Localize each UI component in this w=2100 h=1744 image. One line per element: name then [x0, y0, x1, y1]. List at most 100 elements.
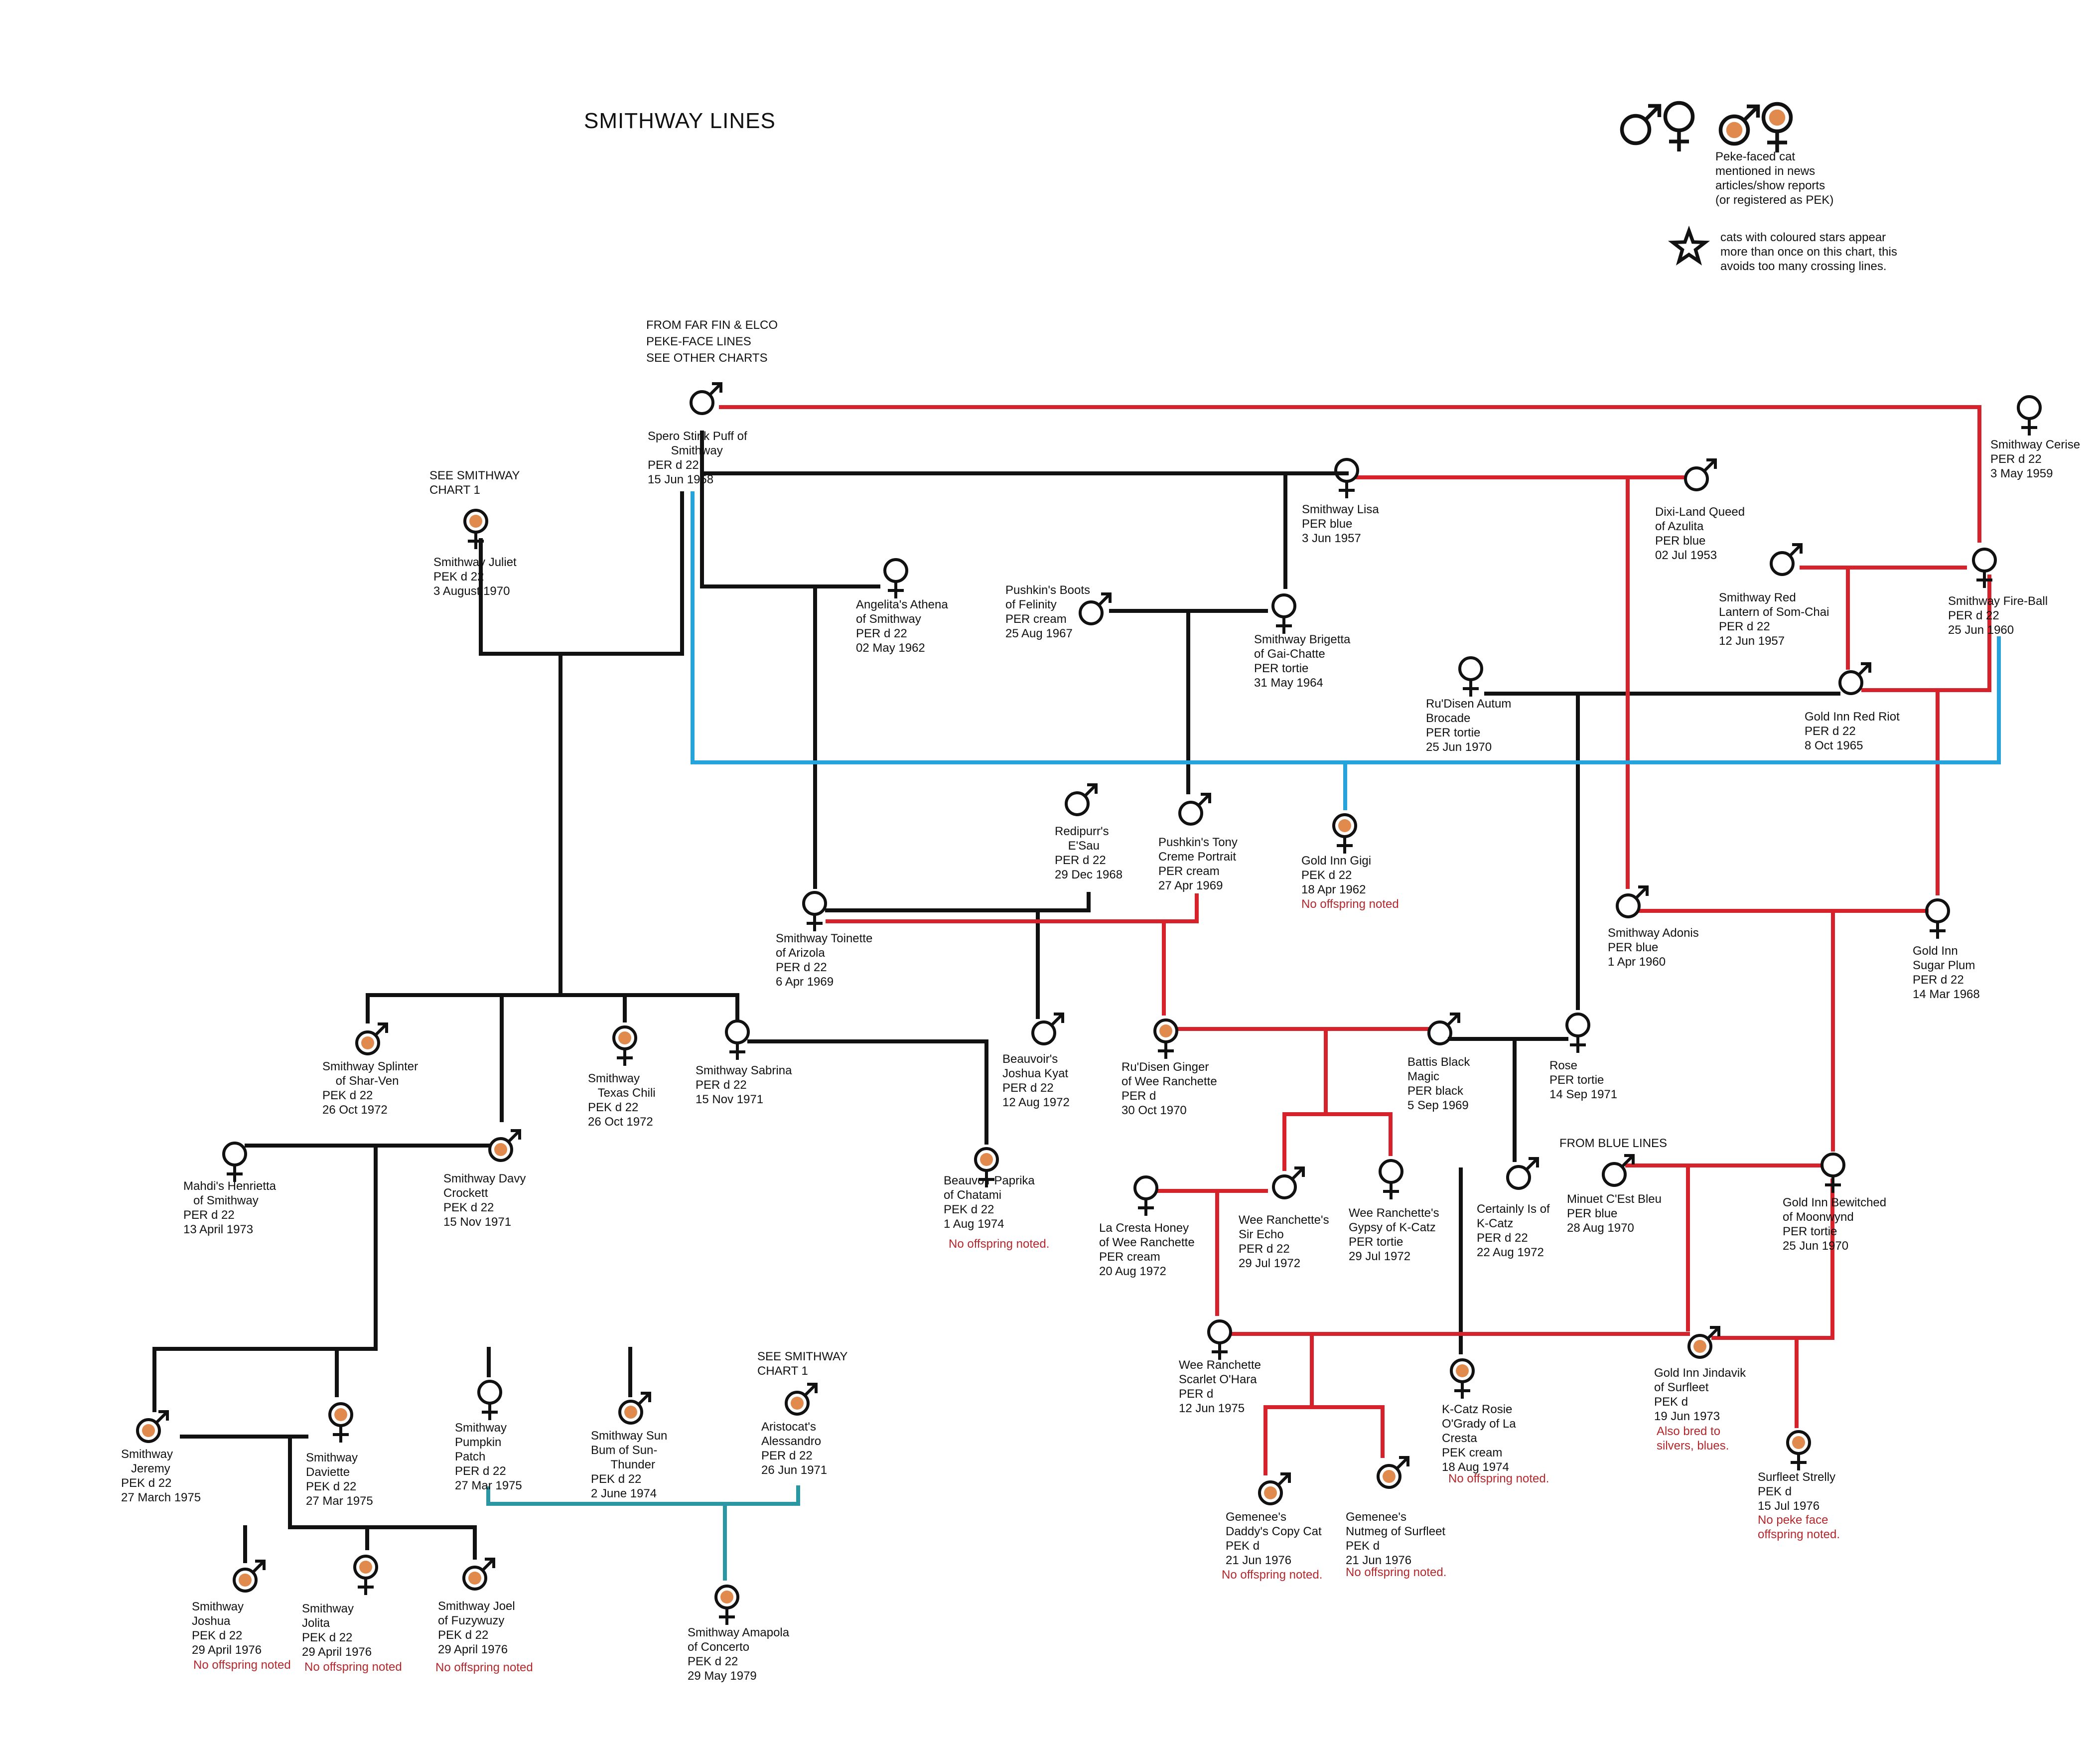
- cat-label-spero: Spero Stink Puff of Smithway PER d 22 15…: [648, 430, 747, 486]
- cat-label-cerise: Smithway Cerise PER d 22 3 May 1959: [1990, 438, 2081, 480]
- female-symbol-icon: [1334, 458, 1359, 498]
- cat-label-daddycopy: Gemenee's Daddy's Copy Cat PEK d 21 Jun …: [1226, 1510, 1322, 1567]
- legend-peke-text: Peke-faced cat mentioned in news article…: [1715, 150, 1834, 207]
- cat-label-bewitched: Gold Inn Bewitched of Moonwynd PER torti…: [1783, 1196, 1887, 1253]
- cat-note-strelly: No peke face offspring noted.: [1758, 1513, 1840, 1541]
- female-symbol-icon: [222, 1142, 247, 1182]
- red-connector-line: [1861, 575, 1991, 692]
- cat-label-davy: Smithway Davy Crockett PEK d 22 15 Nov 1…: [443, 1172, 526, 1229]
- female-peke-symbol-icon: [1332, 813, 1357, 854]
- cat-label-henrietta: Mahdi's Henrietta of Smithway PER d 22 1…: [183, 1179, 276, 1236]
- cat-note-paprika: No offspring noted.: [949, 1237, 1050, 1251]
- female-peke-symbol-icon: [1761, 102, 1793, 152]
- male-peke-symbol-icon: [1377, 1456, 1409, 1489]
- male-peke-symbol-icon: [488, 1129, 521, 1162]
- black-connector-line: [825, 892, 1091, 912]
- cat-label-fireball: Smithway Fire-Ball PER d 22 25 Jun 1960: [1948, 594, 2048, 637]
- male-peke-symbol-icon: [1718, 104, 1760, 146]
- header-see-chart-1: SEE SMITHWAY CHART 1: [757, 1350, 848, 1378]
- female-symbol-icon: [477, 1380, 502, 1420]
- teal-connector-line: [486, 1485, 800, 1506]
- cat-label-pumpkin: Smithway Pumpkin Patch PER d 22 27 Mar 1…: [455, 1421, 522, 1492]
- male-symbol-icon: [1684, 458, 1717, 491]
- cat-label-splinter: Smithway Splinter of Shar-Ven PEK d 22 2…: [322, 1060, 419, 1117]
- female-symbol-icon: [1972, 548, 1997, 588]
- female-peke-symbol-icon: [328, 1402, 353, 1443]
- male-symbol-icon: [1065, 783, 1098, 816]
- male-peke-symbol-icon: [355, 1022, 388, 1055]
- female-peke-symbol-icon: [612, 1025, 637, 1066]
- female-peke-symbol-icon: [353, 1555, 378, 1595]
- cat-label-amapola: Smithway Amapola of Concerto PEK d 22 29…: [688, 1626, 790, 1683]
- cat-label-texas: Smithway Texas Chili PEK d 22 26 Oct 197…: [588, 1072, 656, 1129]
- black-connector-line: [366, 993, 739, 1023]
- cat-label-rose: Rose PER tortie 14 Sep 1971: [1549, 1059, 1618, 1101]
- cat-label-autum: Ru'Disen Autum Brocade PER tortie 25 Jun…: [1426, 697, 1512, 754]
- cat-label-honey: La Cresta Honey of Wee Ranchette PER cre…: [1099, 1221, 1195, 1278]
- male-symbol-icon: [1178, 793, 1211, 826]
- cat-label-dixi: Dixi-Land Queed of Azulita PER blue 02 J…: [1655, 505, 1745, 562]
- cat-label-lisa: Smithway Lisa PER blue 3 Jun 1957: [1302, 503, 1379, 545]
- cat-label-sugarplum: Gold Inn Sugar Plum PER d 22 14 Mar 1968: [1913, 944, 1980, 1001]
- header-blue-lines: FROM BLUE LINES: [1559, 1137, 1668, 1150]
- cat-label-angelita: Angelita's Athena of Smithway PER d 22 0…: [856, 598, 948, 655]
- red-connector-line: [1310, 1332, 1385, 1458]
- male-symbol-icon: [1031, 1013, 1064, 1045]
- female-symbol-icon: [802, 891, 827, 931]
- cat-label-minuet: Minuet C'Est Bleu PER blue 28 Aug 1970: [1567, 1192, 1662, 1235]
- male-peke-symbol-icon: [136, 1410, 169, 1443]
- female-symbol-icon: [1820, 1153, 1845, 1193]
- chart-title: SMITHWAY LINES: [584, 109, 776, 133]
- male-peke-symbol-icon: [785, 1383, 818, 1416]
- cat-label-joel: Smithway Joel of Fuzywuzy PEK d 22 29 Ap…: [438, 1599, 515, 1656]
- cat-label-sabrina: Smithway Sabrina PER d 22 15 Nov 1971: [696, 1064, 792, 1106]
- cat-label-paprika: Beauvoir Paprika of Chatami PEK d 22 1 A…: [944, 1174, 1035, 1231]
- cat-note-gigi: No offspring noted: [1301, 897, 1399, 911]
- female-symbol-icon: [1379, 1159, 1403, 1199]
- cat-label-certainly: Certainly Is of K-Catz PER d 22 22 Aug 1…: [1477, 1202, 1550, 1259]
- cat-note-jindavik: Also bred to silvers, blues.: [1657, 1425, 1729, 1453]
- cat-label-nutmeg: Gemenee's Nutmeg of Surfleet PEK d 21 Ju…: [1346, 1510, 1446, 1567]
- female-symbol-icon: [1133, 1175, 1158, 1216]
- cat-note-jolita: No offspring noted: [304, 1660, 402, 1674]
- cat-label-gypsy: Wee Ranchette's Gypsy of K-Catz PER tort…: [1349, 1206, 1439, 1263]
- red-connector-line: [826, 893, 1199, 923]
- cat-label-juliet: Smithway Juliet PEK d 22 3 August 1970: [433, 556, 517, 598]
- cat-label-ginger: Ru'Disen Ginger of Wee Ranchette PER d 3…: [1121, 1060, 1217, 1117]
- male-symbol-icon: [1770, 543, 1803, 576]
- cat-label-jindavik: Gold Inn Jindavik of Surfleet PEK d 19 J…: [1654, 1366, 1746, 1423]
- cat-label-toinette: Smithway Toinette of Arizola PER d 22 6 …: [776, 932, 873, 989]
- male-symbol-icon: [690, 382, 722, 415]
- black-connector-line: [288, 1435, 477, 1560]
- female-symbol-icon: [1207, 1319, 1232, 1360]
- cat-label-joshuakyat: Beauvoir's Joshua Kyat PER d 22 12 Aug 1…: [1002, 1052, 1070, 1109]
- cat-label-redlantern: Smithway Red Lantern of Som-Chai PER d 2…: [1719, 591, 1829, 648]
- male-peke-symbol-icon: [618, 1392, 651, 1425]
- black-connector-line: [700, 431, 1349, 475]
- cat-label-redipurr: Redipurr's E'Sau PER d 22 29 Dec 1968: [1055, 825, 1123, 881]
- legend-star-text: cats with coloured stars appear more tha…: [1720, 231, 1897, 273]
- female-peke-symbol-icon: [1786, 1430, 1811, 1470]
- cat-label-aristocat: Aristocat's Alessandro PER d 22 26 Jun 1…: [761, 1420, 828, 1477]
- male-peke-symbol-icon: [233, 1560, 266, 1593]
- cat-label-jolita: Smithway Jolita PEK d 22 29 April 1976: [302, 1602, 372, 1659]
- female-peke-symbol-icon: [714, 1585, 739, 1625]
- black-connector-line: [747, 1039, 988, 1145]
- female-symbol-icon: [2017, 395, 2042, 436]
- header-see-chart-1: SEE SMITHWAY CHART 1: [429, 469, 520, 497]
- cat-label-scarlet: Wee Ranchette Scarlet O'Hara PER d 12 Ju…: [1179, 1358, 1261, 1415]
- female-peke-symbol-icon: [463, 509, 488, 549]
- male-symbol-icon: [1616, 885, 1649, 918]
- male-peke-symbol-icon: [1258, 1472, 1291, 1505]
- cat-note-joshua: No offspring noted: [193, 1658, 291, 1672]
- female-peke-symbol-icon: [1450, 1358, 1475, 1399]
- male-symbol-icon: [1272, 1166, 1305, 1199]
- female-symbol-icon: [1271, 593, 1296, 634]
- black-connector-line: [479, 491, 684, 656]
- cat-label-rosie: K-Catz Rosie O'Grady of La Cresta PEK cr…: [1442, 1403, 1516, 1474]
- female-symbol-icon: [883, 558, 908, 598]
- female-symbol-icon: [1458, 656, 1483, 697]
- black-connector-line: [700, 471, 817, 889]
- cat-label-joshua: Smithway Joshua PEK d 22 29 April 1976: [192, 1600, 262, 1657]
